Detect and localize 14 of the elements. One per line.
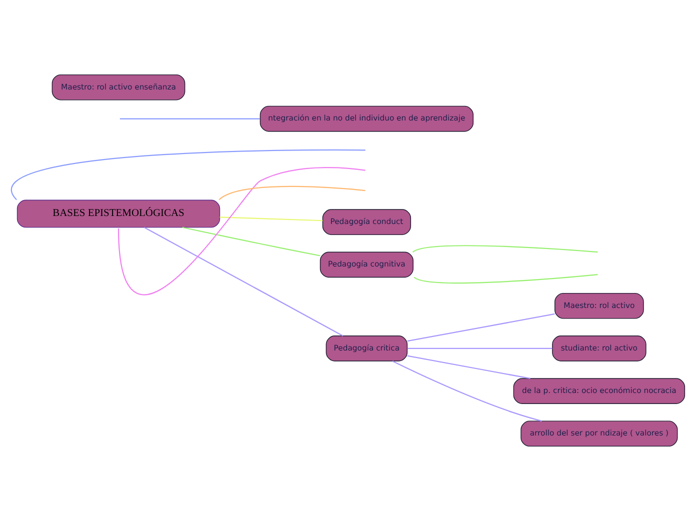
connector (218, 185, 366, 200)
connector (182, 226, 320, 256)
connector (144, 226, 344, 336)
connector (412, 244, 598, 252)
connector (407, 347, 552, 349)
connector (407, 312, 555, 342)
node-box: BASES EPISTEMOLÓGICAS (16, 199, 220, 228)
connector (220, 216, 323, 221)
connector (118, 166, 366, 294)
connector (120, 118, 260, 119)
connector (392, 360, 542, 422)
connector (414, 273, 598, 284)
connector (12, 148, 366, 200)
connector (407, 354, 530, 379)
